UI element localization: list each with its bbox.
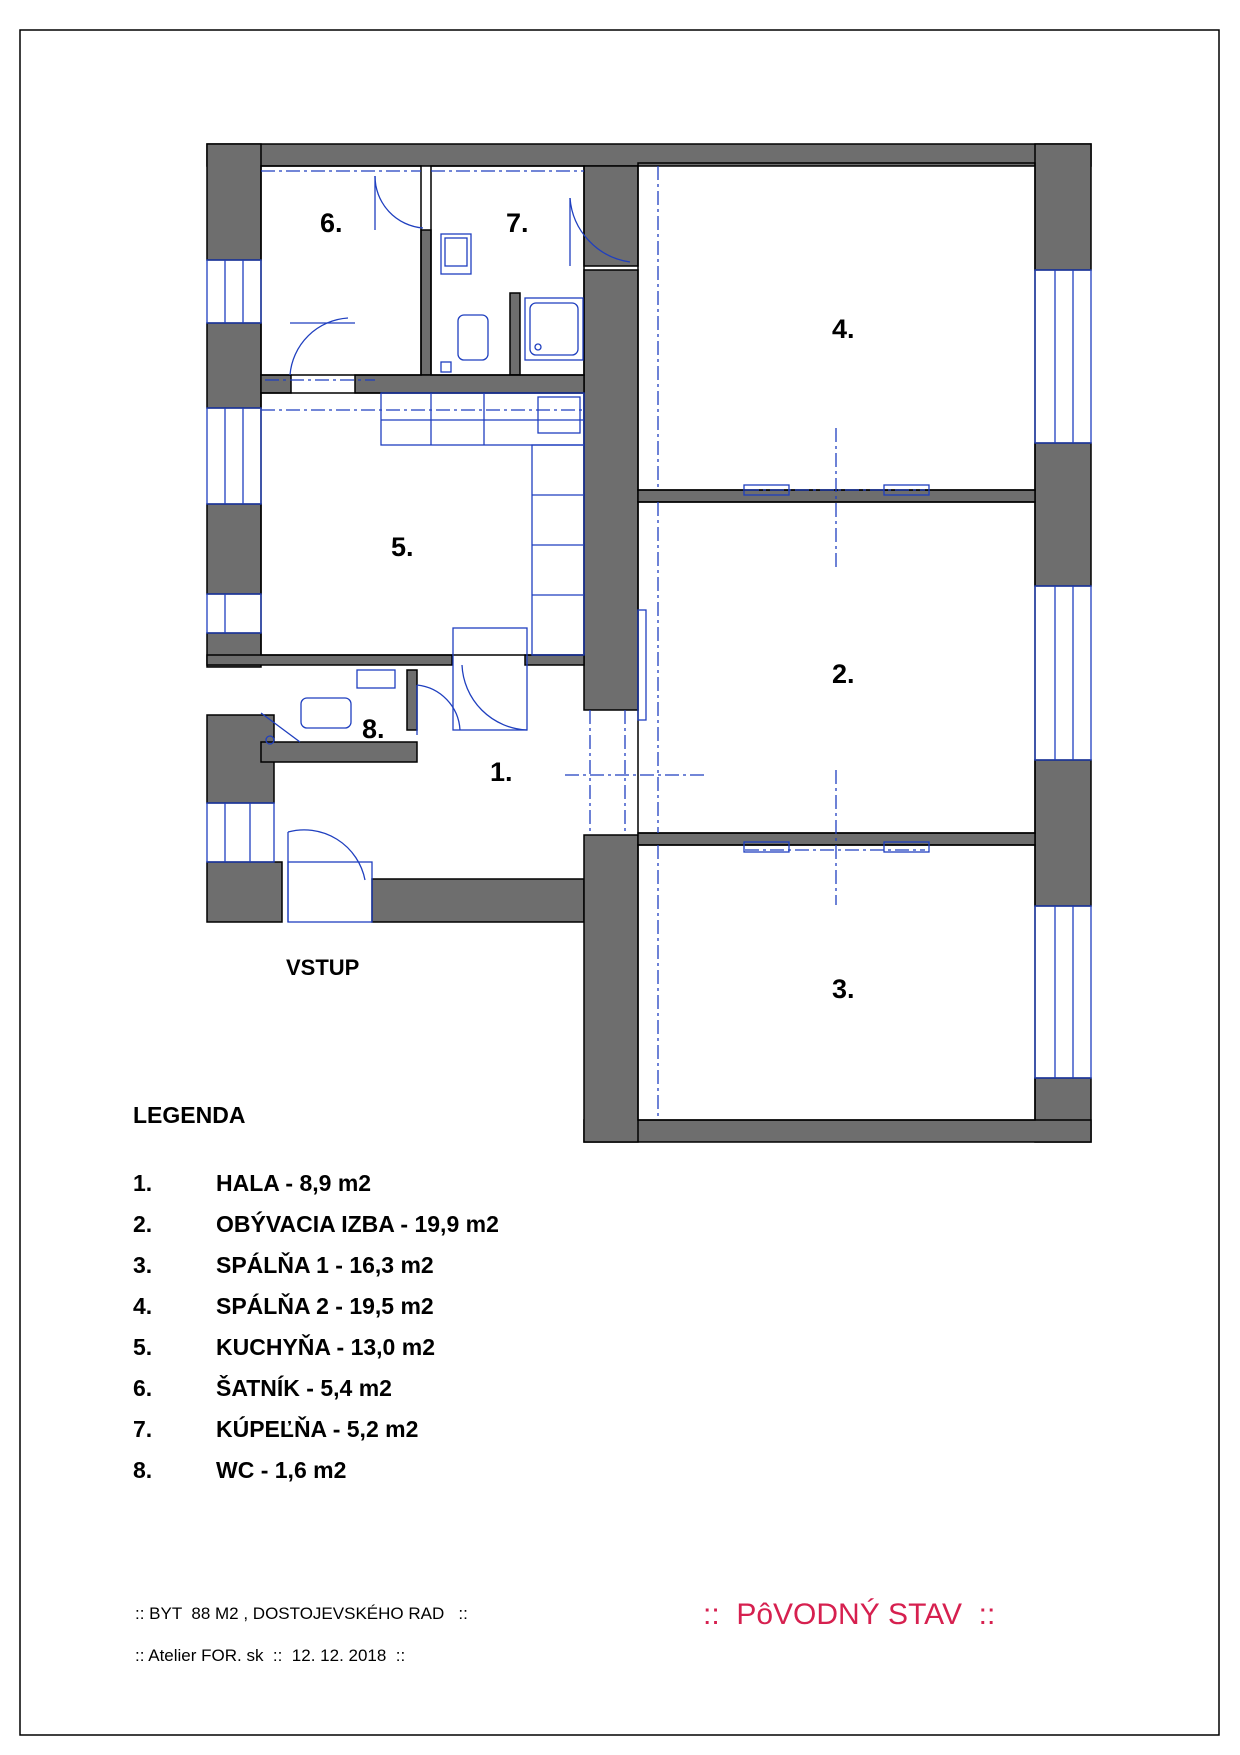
wall-spine-mid bbox=[583, 269, 639, 711]
room-label-1: 1. bbox=[490, 757, 513, 787]
legend-item: 6. ŠATNÍK - 5,4 m2 bbox=[133, 1375, 499, 1416]
entrance-label: VSTUP bbox=[286, 955, 359, 980]
legend-item: 8. WC - 1,6 m2 bbox=[133, 1457, 499, 1498]
legend-item: 5. KUCHYŇA - 13,0 m2 bbox=[133, 1334, 499, 1375]
legend-item-text: SPÁLŇA 2 - 19,5 m2 bbox=[216, 1293, 434, 1319]
axis-lines bbox=[261, 166, 925, 1120]
room-label-2: 2. bbox=[832, 659, 855, 689]
wall-kitchen-top-right bbox=[354, 374, 585, 394]
room-label-7: 7. bbox=[506, 208, 529, 238]
kitchen-counter bbox=[380, 392, 585, 656]
room-label-4: 4. bbox=[832, 314, 855, 344]
legend-item-text: ŠATNÍK - 5,4 m2 bbox=[216, 1375, 392, 1401]
status-title: :: PôVODNÝ STAV :: bbox=[703, 1598, 996, 1631]
legend-item: 1. HALA - 8,9 m2 bbox=[133, 1170, 499, 1211]
legend-item-number: 2. bbox=[133, 1211, 153, 1237]
wall-bottom-right bbox=[583, 1119, 1092, 1143]
sliding-doors bbox=[637, 484, 930, 853]
legend-item-text: KÚPEĽŇA - 5,2 m2 bbox=[216, 1416, 419, 1442]
legend-item: 3. SPÁLŇA 1 - 16,3 m2 bbox=[133, 1252, 499, 1293]
legend-title: LEGENDA bbox=[133, 1102, 246, 1128]
legend-item-text: WC - 1,6 m2 bbox=[216, 1457, 347, 1483]
legend-item-number: 1. bbox=[133, 1170, 153, 1196]
legend-item-text: OBÝVACIA IZBA - 19,9 m2 bbox=[216, 1211, 499, 1237]
wall-left-2 bbox=[206, 322, 262, 409]
legend-item-text: SPÁLŇA 1 - 16,3 m2 bbox=[216, 1252, 434, 1278]
wall-wardrobe-bath bbox=[420, 229, 432, 376]
legend-item-number: 7. bbox=[133, 1416, 153, 1442]
legend-item-number: 5. bbox=[133, 1334, 153, 1360]
wall-kitchen-bottom-right bbox=[524, 654, 585, 666]
wall-entrance-right bbox=[371, 878, 585, 923]
room-outlines bbox=[260, 162, 1036, 1121]
room-label-5: 5. bbox=[391, 532, 414, 562]
wall-right-1 bbox=[1034, 143, 1092, 271]
footer-author-line: :: Atelier FOR. sk :: 12. 12. 2018 :: bbox=[135, 1646, 406, 1665]
room-label-3: 3. bbox=[832, 974, 855, 1004]
room-label-8: 8. bbox=[362, 714, 385, 744]
windows-right bbox=[1034, 269, 1092, 1079]
legend-item-number: 3. bbox=[133, 1252, 153, 1278]
wall-right-3 bbox=[1034, 759, 1092, 907]
legend-item: 4. SPÁLŇA 2 - 19,5 m2 bbox=[133, 1293, 499, 1334]
wall-kitchen-top-left bbox=[260, 374, 292, 394]
windows-left bbox=[206, 259, 275, 863]
wall-left-1 bbox=[206, 143, 262, 261]
room-label-6: 6. bbox=[320, 208, 343, 238]
wall-shower bbox=[509, 292, 521, 376]
doors bbox=[287, 175, 631, 923]
wall-spine-bottom bbox=[583, 834, 639, 1143]
legend-list: 1. HALA - 8,9 m2 2. OBÝVACIA IZBA - 19,9 m… bbox=[133, 1170, 499, 1498]
legend-item-number: 8. bbox=[133, 1457, 153, 1483]
legend-item: 7. KÚPEĽŇA - 5,2 m2 bbox=[133, 1416, 499, 1457]
wall-spine-top bbox=[583, 165, 639, 267]
wall-wc-bottom bbox=[260, 741, 418, 763]
wall-left-3 bbox=[206, 503, 262, 595]
wall-wc-right bbox=[406, 669, 418, 731]
wall-kitchen-bottom bbox=[206, 654, 453, 666]
legend-item: 2. OBÝVACIA IZBA - 19,9 m2 bbox=[133, 1211, 499, 1252]
walls bbox=[206, 143, 1092, 1143]
legend-item-text: KUCHYŇA - 13,0 m2 bbox=[216, 1334, 435, 1360]
bath-fixtures bbox=[260, 233, 584, 745]
legend-item-number: 4. bbox=[133, 1293, 153, 1319]
legend-item-number: 6. bbox=[133, 1375, 153, 1401]
wall-right-2 bbox=[1034, 442, 1092, 587]
sheet-frame bbox=[19, 29, 1220, 1736]
footer-project-line: :: BYT 88 M2 , DOSTOJEVSKÉHO RAD :: bbox=[135, 1604, 468, 1623]
legend-item-text: HALA - 8,9 m2 bbox=[216, 1170, 372, 1196]
fixtures bbox=[206, 166, 1092, 1120]
wall-left-6 bbox=[206, 861, 283, 923]
